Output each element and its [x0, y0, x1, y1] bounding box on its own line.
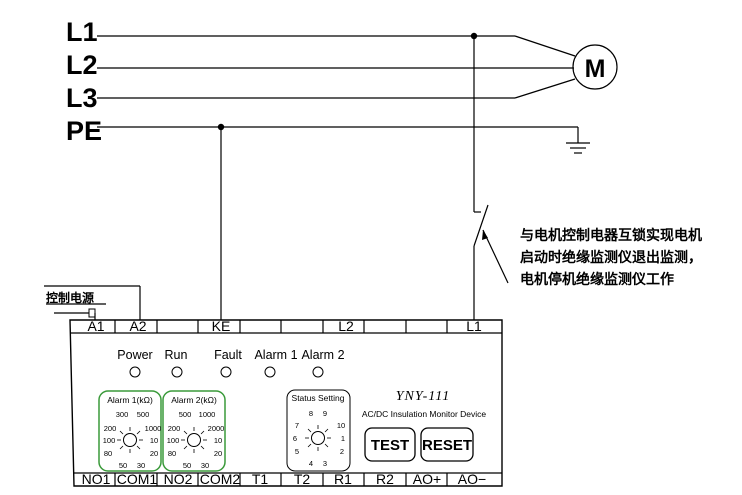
terminal-l2: L2	[338, 318, 354, 334]
bus-label-l2: L2	[66, 50, 98, 80]
note-line-3: 电机停机绝缘监测仪工作	[520, 271, 674, 288]
status-scale-9: 9	[323, 409, 327, 418]
led-alarm2	[312, 366, 324, 378]
alarm2-scale-2000: 2000	[208, 424, 225, 433]
status-scale-10: 10	[337, 421, 345, 430]
alarm1-scale-20: 20	[150, 449, 158, 458]
ground-symbol	[566, 127, 590, 154]
alarm2-dial-frame	[162, 390, 226, 472]
status-dial-frame	[286, 389, 351, 472]
led-power	[129, 366, 141, 378]
terminal-r1: R1	[334, 471, 352, 487]
led-alarm1	[264, 366, 276, 378]
control-power-label: 控制电源	[46, 290, 94, 305]
indicator-label-fault: Fault	[214, 348, 242, 362]
bus-label-l3: L3	[66, 83, 98, 113]
terminal-r2: R2	[376, 471, 394, 487]
alarm2-scale-100: 100	[167, 436, 180, 445]
alarm1-scale-80: 80	[104, 449, 112, 458]
alarm2-scale-20: 20	[214, 449, 222, 458]
status-scale-1: 1	[341, 434, 345, 443]
status-scale-8: 8	[309, 409, 313, 418]
bus-lines	[97, 35, 578, 128]
alarm1-knob	[123, 433, 137, 447]
test-button-label: TEST	[371, 437, 409, 454]
device-name: AC/DC Insulation Monitor Device	[362, 409, 487, 419]
led-fault	[220, 366, 232, 378]
bus-label-pe: PE	[66, 116, 102, 146]
alarm1-dial-frame	[98, 390, 162, 472]
indicator-label-alarm1: Alarm 1	[254, 348, 297, 362]
alarm2-title: Alarm 2(kΩ)	[171, 395, 217, 405]
status-knob	[311, 431, 325, 445]
reset-button[interactable]: RESET	[420, 427, 474, 462]
test-button[interactable]: TEST	[364, 427, 416, 462]
led-run	[171, 366, 183, 378]
interlock-contact	[473, 36, 509, 320]
alarm1-dial[interactable]: Alarm 1(kΩ) 300 500 200 1000 100 10 80 2…	[98, 390, 162, 472]
terminal-no1: NO1	[82, 471, 111, 487]
control-power: 控制电源	[44, 285, 141, 320]
terminal-t2: T2	[294, 471, 311, 487]
terminal-com2: COM2	[200, 471, 241, 487]
alarm2-scale-200: 200	[168, 424, 181, 433]
motor-symbol: M	[572, 44, 618, 90]
terminal-a2: A2	[129, 318, 146, 334]
alarm2-scale-1000: 1000	[199, 410, 216, 419]
status-scale-6: 6	[293, 434, 297, 443]
alarm2-knob	[187, 433, 201, 447]
reset-button-label: RESET	[422, 437, 472, 454]
note-line-1: 与电机控制电器互锁实现电机	[520, 227, 702, 244]
status-title: Status Setting	[292, 393, 345, 403]
interlock-note: 与电机控制电器互锁实现电机 启动时绝缘监测仪退出监测， 电机停机绝缘监测仪工作	[520, 227, 702, 288]
terminal-no2: NO2	[164, 471, 193, 487]
terminal-a1: A1	[87, 318, 104, 334]
alarm1-scale-50: 50	[119, 461, 127, 470]
alarm1-scale-100: 100	[103, 436, 116, 445]
status-setting-dial[interactable]: Status Setting 8 9 7 10 6 1 5 2 4 3	[286, 389, 351, 472]
terminal-t1: T1	[252, 471, 269, 487]
alarm2-scale-30: 30	[201, 461, 209, 470]
motor-lead-l1	[514, 35, 576, 57]
terminal-ao-plus: AO+	[413, 471, 441, 487]
motor-lead-l3	[514, 78, 576, 99]
monitor-device	[69, 319, 503, 487]
alarm1-scale-30: 30	[137, 461, 145, 470]
status-scale-2: 2	[340, 447, 344, 456]
top-terminals: A1 A2 KE L2 L1	[87, 318, 482, 334]
terminal-com1: COM1	[117, 471, 158, 487]
terminal-ao-minus: AO−	[458, 471, 486, 487]
alarm1-title: Alarm 1(kΩ)	[107, 395, 153, 405]
status-scale-7: 7	[295, 421, 299, 430]
status-scale-3: 3	[323, 459, 327, 468]
alarm2-scale-80: 80	[168, 449, 176, 458]
indicator-label-power: Power	[117, 348, 152, 362]
alarm1-scale-300: 300	[116, 410, 129, 419]
indicator-label-run: Run	[165, 348, 188, 362]
indicator-label-alarm2: Alarm 2	[301, 348, 344, 362]
motor-label: M	[585, 55, 606, 83]
bottom-terminals: NO1 COM1 NO2 COM2 T1 T2 R1 R2 AO+ AO−	[82, 471, 487, 487]
status-scale-5: 5	[295, 447, 299, 456]
status-scale-4: 4	[309, 459, 313, 468]
alarm2-dial[interactable]: Alarm 2(kΩ) 500 1000 200 2000 100 10 80 …	[162, 390, 226, 472]
alarm2-scale-500: 500	[179, 410, 192, 419]
bus-label-l1: L1	[66, 17, 98, 47]
terminal-ke: KE	[212, 318, 231, 334]
alarm1-scale-1000: 1000	[145, 424, 162, 433]
note-line-2: 启动时绝缘监测仪退出监测，	[520, 249, 702, 266]
indicator-panel: Power Run Fault Alarm 1 Alarm 2	[117, 348, 345, 378]
terminal-l1: L1	[466, 318, 482, 334]
alarm2-scale-50: 50	[183, 461, 191, 470]
model-label: YNY-111	[396, 389, 450, 404]
alarm1-scale-200: 200	[104, 424, 117, 433]
alarm1-scale-10: 10	[150, 436, 158, 445]
alarm1-scale-500: 500	[137, 410, 150, 419]
alarm2-scale-10: 10	[214, 436, 222, 445]
